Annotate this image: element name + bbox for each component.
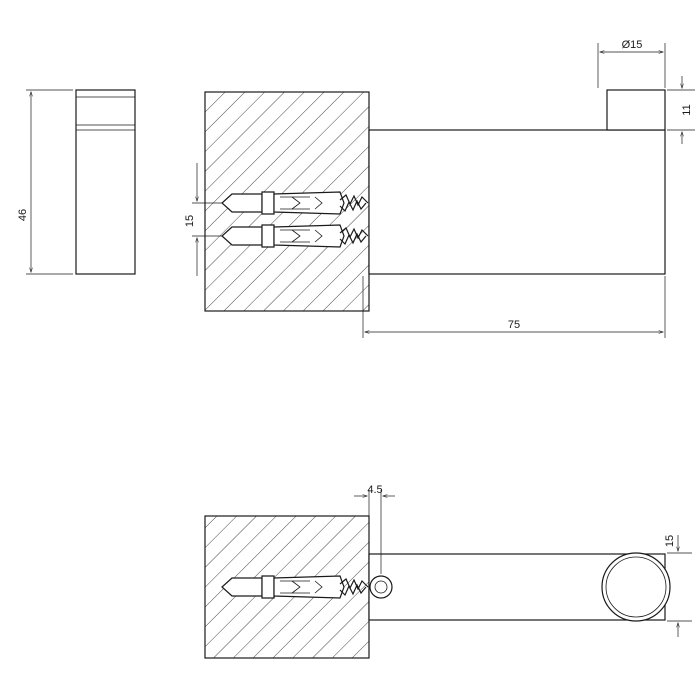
- end-cap: [606, 89, 666, 131]
- screw-head: [369, 575, 393, 599]
- hook-arm: [368, 129, 666, 275]
- cap-diameter-label: Ø15: [622, 39, 643, 51]
- wall-plug-top-view: [221, 575, 369, 599]
- end-cap-round: [601, 552, 671, 622]
- side-view-body: [75, 89, 136, 275]
- plug-spacing-label: 15: [184, 215, 196, 227]
- end-diameter-label: 15: [664, 535, 676, 547]
- wall-plug-upper: [192, 191, 369, 215]
- top-view: 4.5 15: [204, 484, 692, 659]
- length-label: 75: [508, 319, 520, 331]
- wall-gap-label: 4.5: [367, 484, 382, 496]
- cap-height-label: 11: [681, 104, 693, 115]
- height-dimension-label: 46: [17, 209, 29, 221]
- side-view: 46: [17, 89, 136, 275]
- wall-plug-lower: [192, 224, 369, 248]
- front-view: 15 Ø15 11 75: [184, 39, 695, 338]
